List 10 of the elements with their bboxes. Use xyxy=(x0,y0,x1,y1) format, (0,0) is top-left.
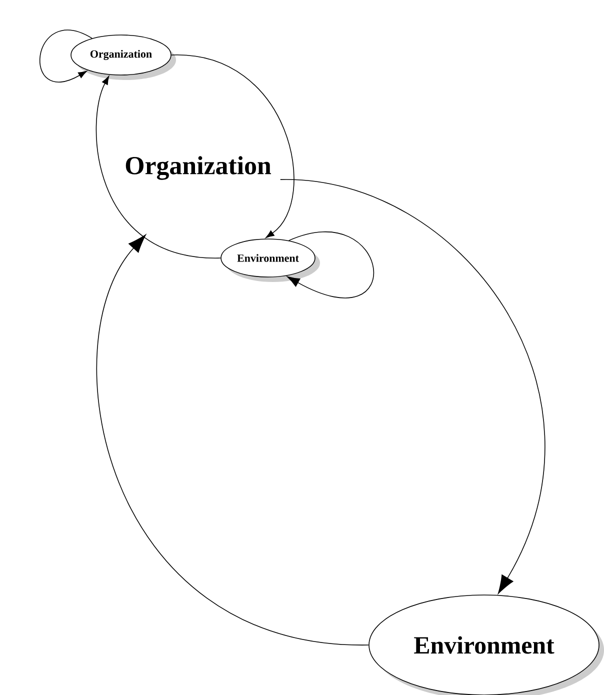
label-text: Organization xyxy=(126,156,272,180)
arrow xyxy=(96,234,369,646)
arrow xyxy=(171,54,294,238)
ellipse-node: Environment xyxy=(220,238,320,282)
arrow xyxy=(287,232,374,298)
arrow xyxy=(40,30,92,82)
arrow xyxy=(96,76,221,258)
ellipse-node: Organization xyxy=(70,34,176,80)
ellipse-node: Environment xyxy=(368,594,604,695)
arrow xyxy=(280,179,546,594)
